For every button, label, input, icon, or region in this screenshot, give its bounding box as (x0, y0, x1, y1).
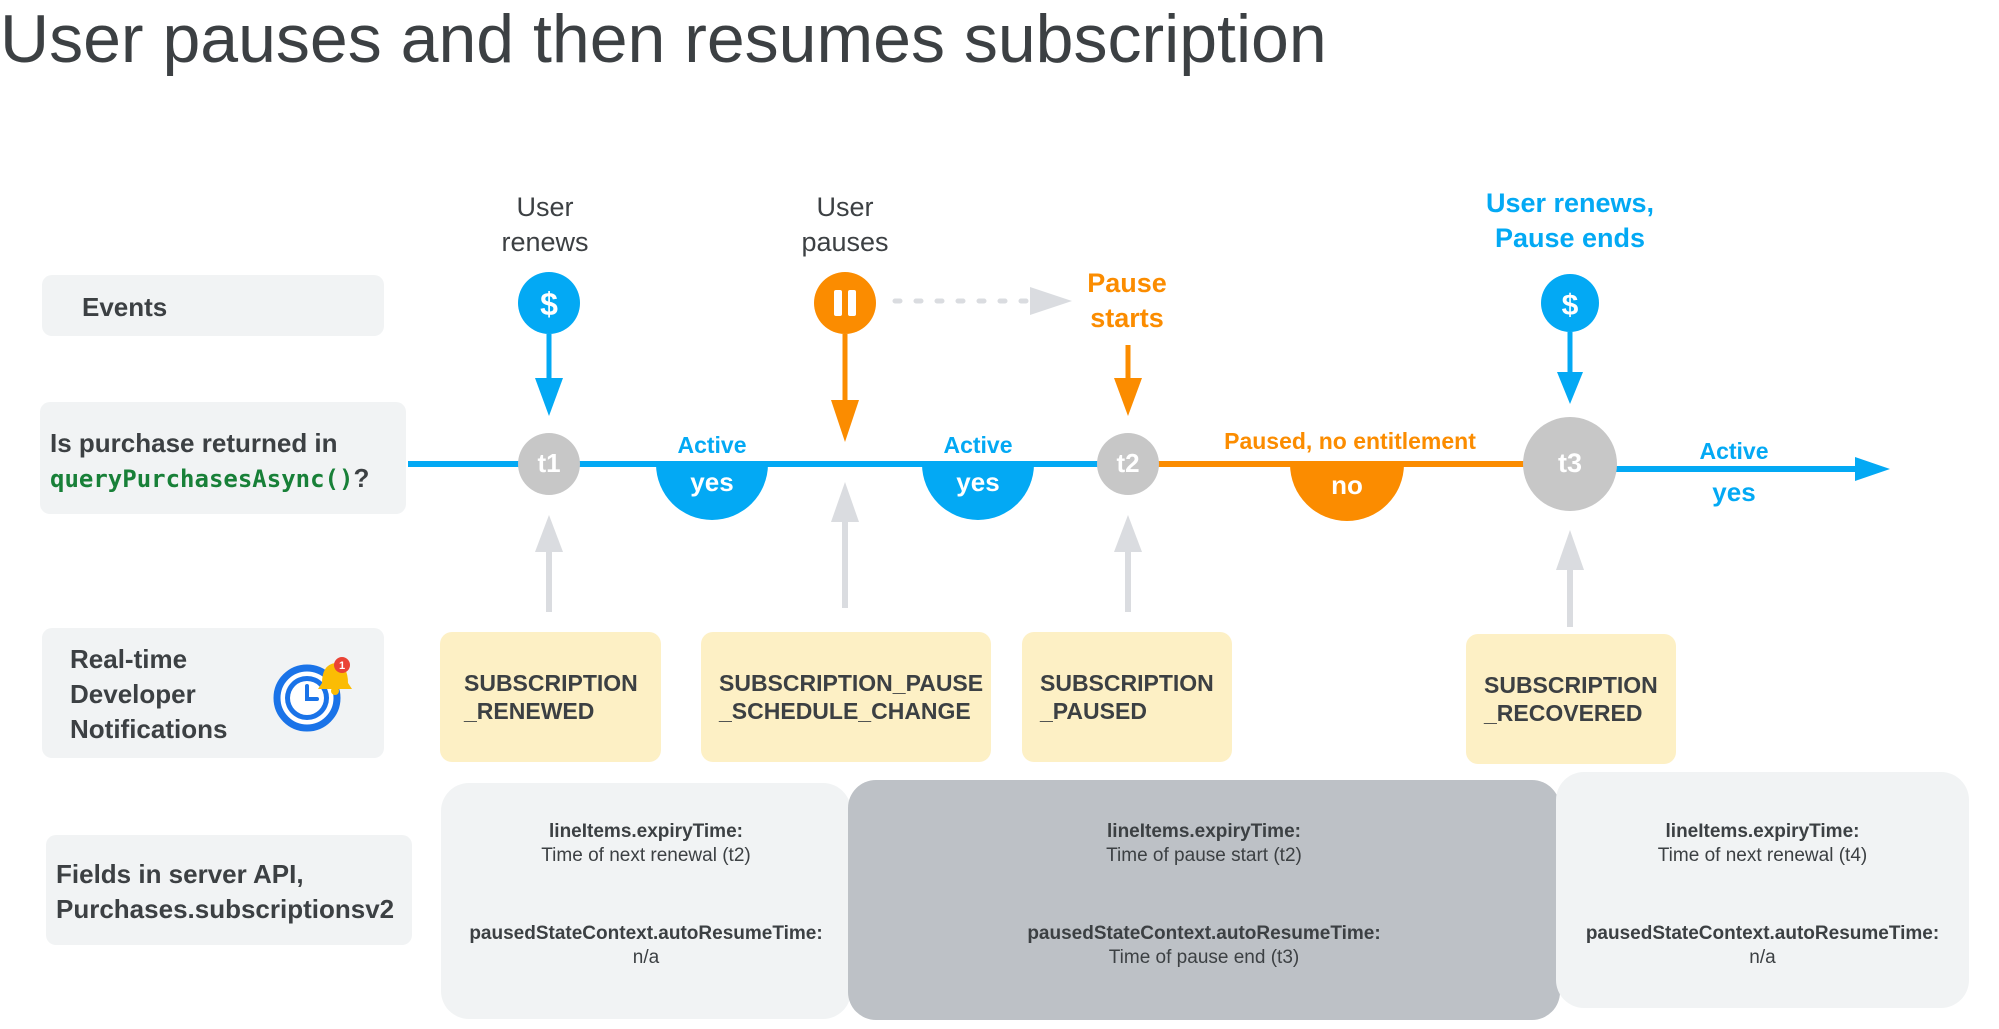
purchase-question-text: Is purchase returned in (50, 428, 338, 458)
notification-subscription-pause-schedule-change: SUBSCRIPTION_PAUSE _SCHEDULE_CHANGE (701, 632, 991, 762)
svg-text:$: $ (1562, 289, 1579, 322)
notification-up-arrow (1556, 530, 1584, 627)
fields-row-label: Fields in server API, Purchases.subscrip… (46, 835, 412, 945)
timeline-arrowhead (1855, 457, 1890, 481)
t2-label: t2 (1116, 448, 1140, 478)
active-label: Active (677, 432, 747, 458)
rtdn-label-line1: Real-time (70, 644, 188, 674)
expiry-time-field-name: lineItems.expiryTime: (1665, 821, 1860, 842)
events-label: Events (82, 292, 168, 322)
auto-resume-field-name: pausedStateContext.autoResumeTime: (1027, 923, 1381, 944)
fields-label-line1: Fields in server API, (56, 859, 304, 889)
auto-resume-field-value: n/a (1749, 947, 1776, 968)
time-node-t3 (1523, 417, 1617, 511)
active-yes-label: yes (956, 467, 1000, 497)
pause-icon (814, 272, 876, 334)
auto-resume-field-value: n/a (632, 947, 660, 968)
notification-subscription-paused: SUBSCRIPTION _PAUSED (1022, 632, 1232, 762)
t3-label: t3 (1557, 448, 1582, 478)
expiry-time-field-name: lineItems.expiryTime: (1107, 821, 1301, 842)
rtdn-label: Real-time Developer Notifications (70, 642, 384, 747)
notification-up-arrow (1114, 515, 1142, 612)
event-user-renews-pause-ends-caption: User renews,Pause ends (1485, 188, 1655, 253)
events-row-label: Events (42, 275, 384, 336)
expiry-time-field-name: lineItems.expiryTime: (549, 821, 743, 842)
active-status-bubble (922, 464, 1034, 520)
t1-label: t1 (537, 448, 561, 478)
rtdn-label-line3: Notifications (70, 714, 228, 744)
dollar-icon: $ (1541, 274, 1599, 332)
purchase-question: Is purchase returned in queryPurchasesAs… (50, 426, 406, 497)
purchase-row-label: Is purchase returned in queryPurchasesAs… (40, 402, 406, 514)
expiry-time-field-value: Time of next renewal (t2) (541, 845, 751, 866)
purchase-question-mark: ? (353, 463, 370, 493)
auto-resume-field-value: Time of pause end (t3) (1108, 947, 1300, 968)
pause-down-arrow (831, 334, 859, 442)
active-status-bubble (656, 464, 768, 520)
svg-text:1: 1 (339, 660, 345, 672)
clock-notification-icon: 1 (273, 657, 352, 732)
time-node-t1 (518, 433, 580, 495)
active-yes-label: yes (1712, 477, 1756, 507)
auto-resume-field-name: pausedStateContext.autoResumeTime: (1585, 923, 1940, 944)
notification-up-arrow (831, 482, 859, 608)
fields-box-recovered: lineItems.expiryTime: Time of next renew… (1556, 772, 1969, 1008)
renew-resume-down-arrow (1557, 332, 1583, 404)
notification-subscription-renewed: SUBSCRIPTION _RENEWED (440, 632, 661, 762)
expiry-time-field-value: Time of pause start (t2) (1106, 845, 1302, 866)
fields-label-line2: Purchases.subscriptionsv2 (56, 894, 395, 924)
rtdn-label-line2: Developer (70, 679, 196, 709)
expiry-time-field-value: Time of next renewal (t4) (1657, 845, 1868, 866)
active-label: Active (1699, 438, 1769, 464)
rtdn-row-label: Real-time Developer Notifications 1 (42, 628, 384, 758)
pause-schedule-dotted-arrow (892, 287, 1072, 315)
page-title: User pauses and then resumes subscriptio… (0, 1, 1327, 77)
pause-start-down-arrow (1114, 345, 1142, 416)
paused-no-label: no (1331, 470, 1363, 500)
svg-text:$: $ (540, 286, 558, 322)
fields-box-paused: lineItems.expiryTime: Time of pause star… (848, 780, 1560, 1020)
active-label: Active (943, 432, 1013, 458)
notification-up-arrow (535, 515, 563, 612)
time-node-t2 (1097, 433, 1159, 495)
query-purchases-code: queryPurchasesAsync() (50, 465, 354, 493)
auto-resume-field-name: pausedStateContext.autoResumeTime: (469, 923, 823, 944)
dollar-icon: $ (518, 272, 580, 334)
fields-label: Fields in server API, Purchases.subscrip… (56, 857, 412, 927)
renew-down-arrow (535, 334, 563, 416)
paused-status-bubble (1290, 464, 1404, 521)
paused-no-entitlement-label: Paused, no entitlement (1224, 428, 1476, 454)
fields-box-renewed: lineItems.expiryTime: Time of next renew… (441, 783, 851, 1019)
notification-subscription-recovered: SUBSCRIPTION _RECOVERED (1466, 634, 1676, 764)
active-yes-label: yes (690, 467, 734, 497)
